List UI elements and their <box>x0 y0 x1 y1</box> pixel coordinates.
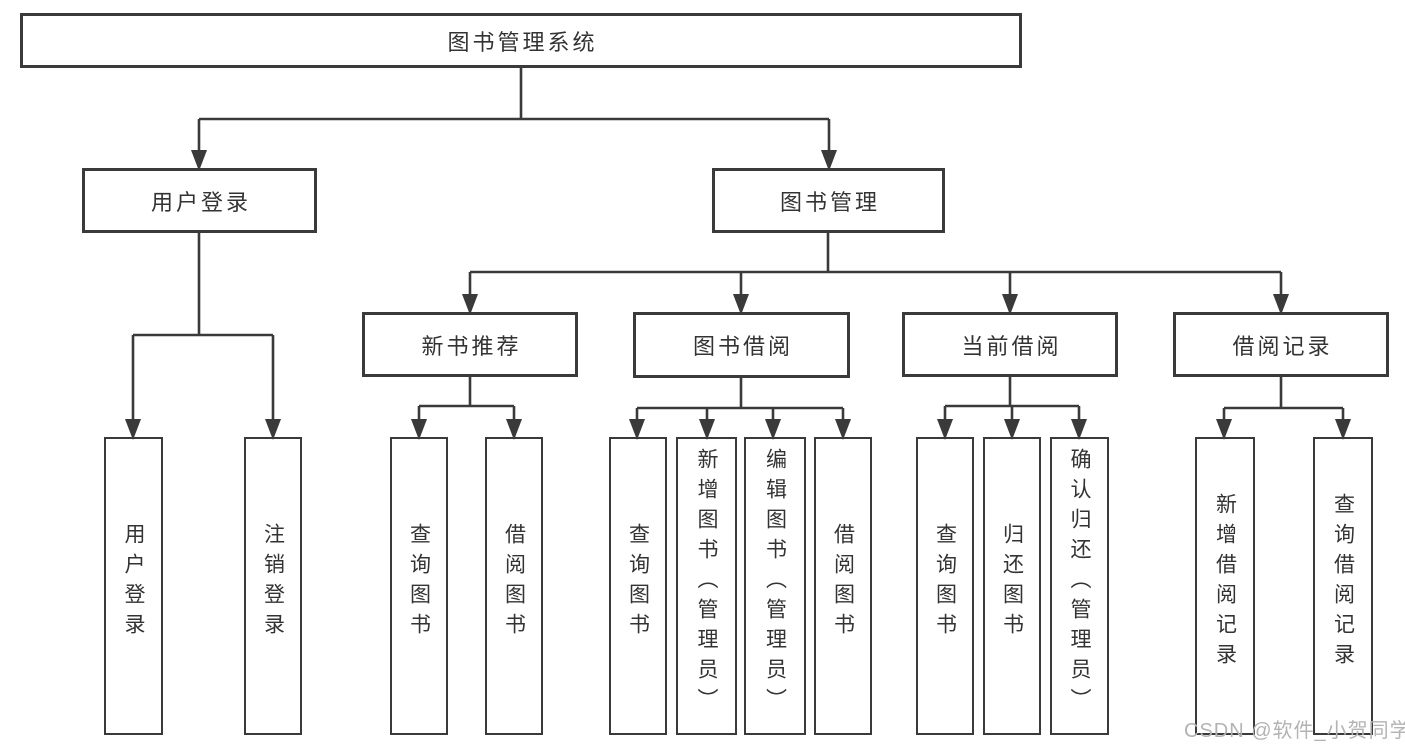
leaf-label: 新增图书（管理员） <box>695 448 718 718</box>
csdn-watermark: CSDN @软件_小贺同学 <box>1184 720 1405 742</box>
leaf-label: 用户登录 <box>122 523 145 643</box>
leaf-logout: 注销登录 <box>244 437 302 735</box>
leaf-add-borrow-record: 新增借阅记录 <box>1195 437 1255 735</box>
leaf-query-books-current: 查询图书 <box>916 437 974 735</box>
node-root-library-system: 图书管理系统 <box>20 13 1022 68</box>
leaf-label: 查询图书 <box>626 523 650 643</box>
leaf-label: 查询图书 <box>407 523 431 643</box>
leaf-label: 确认归还（管理员） <box>1068 448 1091 718</box>
leaf-label: 借阅图书 <box>831 523 855 643</box>
leaf-label: 归还图书 <box>1000 523 1024 643</box>
leaf-label: 借阅图书 <box>502 523 526 643</box>
node-borrowing-records: 借阅记录 <box>1173 312 1389 377</box>
node-user-login: 用户登录 <box>82 168 317 233</box>
leaf-label: 新增借阅记录 <box>1213 493 1237 673</box>
leaf-label: 注销登录 <box>261 523 285 643</box>
node-book-borrowing: 图书借阅 <box>633 312 850 378</box>
leaf-edit-books-admin: 编辑图书（管理员） <box>744 437 806 735</box>
leaf-label: 编辑图书（管理员） <box>763 448 787 718</box>
node-book-management: 图书管理 <box>712 168 945 233</box>
leaf-confirm-return-admin: 确认归还（管理员） <box>1050 437 1109 735</box>
leaf-user-login: 用户登录 <box>104 437 163 735</box>
leaf-label: 查询借阅记录 <box>1331 493 1355 673</box>
leaf-query-books-recommend: 查询图书 <box>390 437 448 735</box>
leaf-query-books-borrowing: 查询图书 <box>609 437 667 735</box>
node-new-book-recommendation: 新书推荐 <box>362 312 578 377</box>
leaf-add-books-admin: 新增图书（管理员） <box>676 437 737 735</box>
leaf-query-borrow-record: 查询借阅记录 <box>1313 437 1373 735</box>
leaf-borrow-books-borrowing: 借阅图书 <box>814 437 872 735</box>
leaf-label: 查询图书 <box>933 523 957 643</box>
leaf-borrow-books-recommend: 借阅图书 <box>485 437 543 735</box>
node-current-borrowing: 当前借阅 <box>902 312 1118 377</box>
leaf-return-books: 归还图书 <box>983 437 1041 735</box>
